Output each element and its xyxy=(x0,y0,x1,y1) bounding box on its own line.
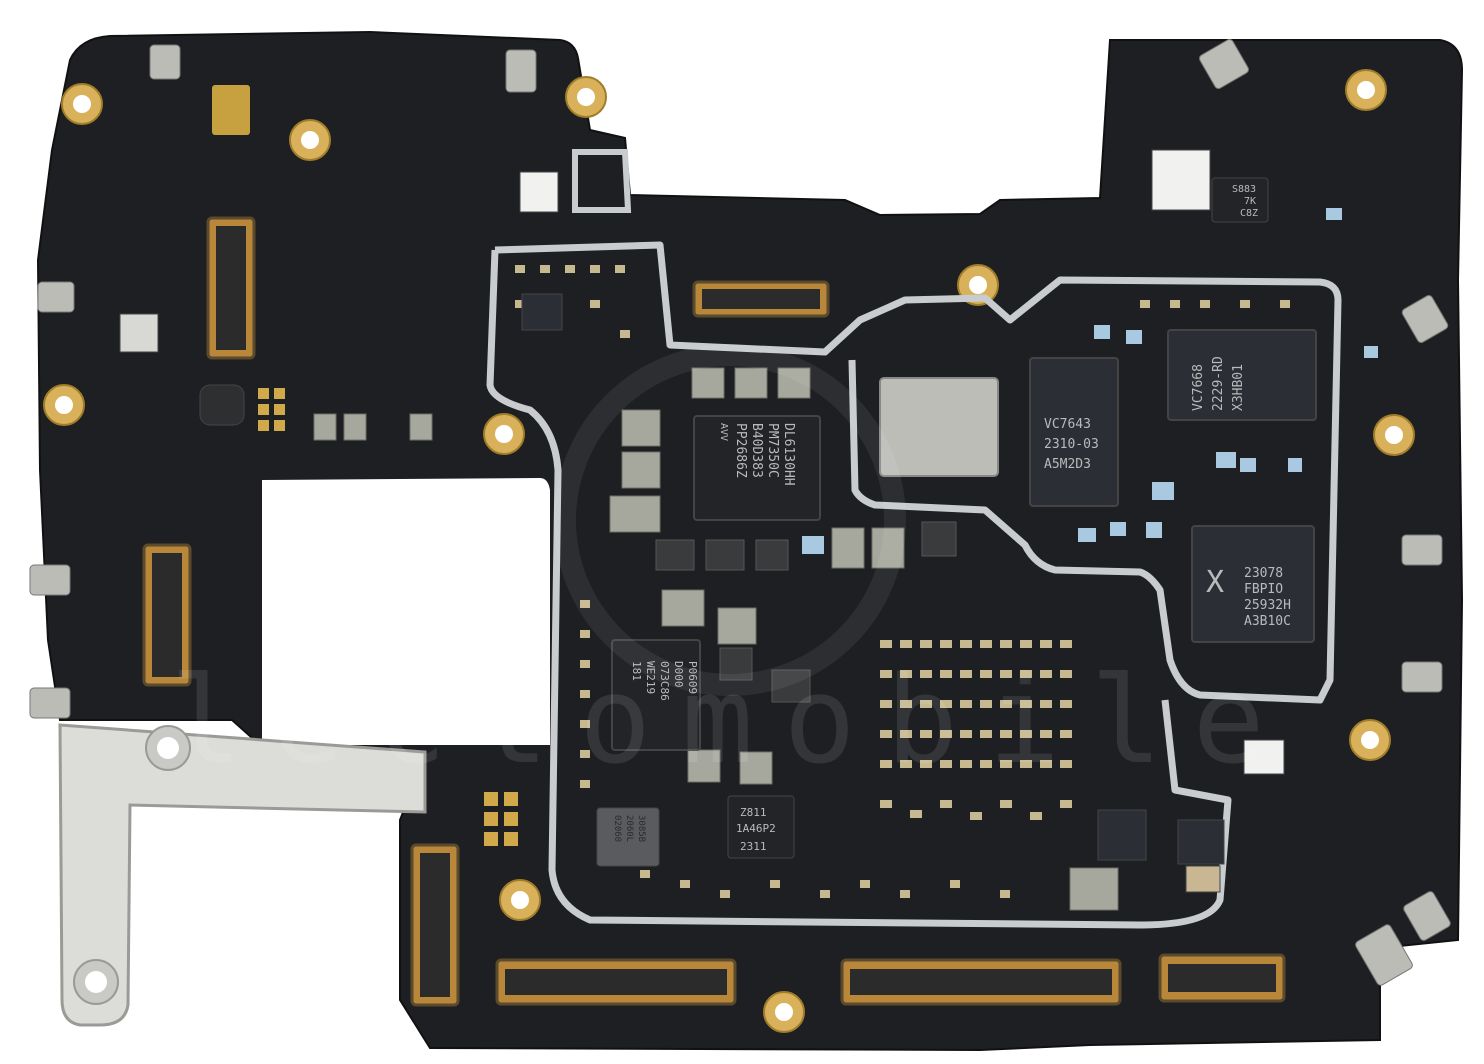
small-a-line2: 1A46P2 xyxy=(736,822,776,835)
gold-pads xyxy=(258,388,518,846)
small-a-line3: 2311 xyxy=(740,840,767,853)
chip-small-c: 3085B 2060L 02060 xyxy=(596,807,660,867)
ram-right-line3: X3HB01 xyxy=(1231,364,1246,411)
pmic2-line4: WE219 xyxy=(644,661,657,694)
chip-small-a: Z811 1A46P2 2311 xyxy=(727,795,795,859)
rf-shield-can xyxy=(879,377,999,477)
chip-pmic-main: DL6130HH PM7350C B40D383 PP2686Z AVV xyxy=(693,415,821,521)
chip-pmic-second: P0609 D000 073C86 WE219 181 xyxy=(611,639,701,751)
xcvr-line2: FBPIO xyxy=(1244,582,1283,597)
ram-left-line3: A5M2D3 xyxy=(1044,457,1091,472)
watermark-ring xyxy=(554,344,906,696)
chip-ram-right: VC7668 2229-RD X3HB01 xyxy=(1167,329,1317,421)
pmic-main-line3: B40D383 xyxy=(749,423,764,478)
ram-left-line2: 2310-03 xyxy=(1044,437,1099,452)
ram-left-line1: VC7643 xyxy=(1044,417,1091,432)
pmic2-line3: 073C86 xyxy=(658,661,671,701)
xcvr-line3: 25932H xyxy=(1244,598,1291,613)
smd-field xyxy=(515,265,1290,898)
dark-inductors xyxy=(655,521,957,703)
pmic-main-line2: PM7350C xyxy=(765,423,780,478)
xcvr-line4: A3B10C xyxy=(1244,614,1291,629)
pmic2-line5: 181 xyxy=(630,661,643,681)
pmic2-line2: D000 xyxy=(672,661,685,688)
ram-right-line1: VC7668 xyxy=(1191,364,1206,411)
small-b-line1: S883 xyxy=(1232,184,1256,195)
small-c-line1: 3085B xyxy=(636,815,646,842)
small-b-line2: 7K xyxy=(1244,196,1256,207)
emi-shield-frame xyxy=(494,241,1342,704)
pmic-main-mark: AVV xyxy=(718,423,729,441)
pmic-main-line1: DL6130HH xyxy=(781,423,796,486)
small-b-line3: C8Z xyxy=(1240,208,1258,219)
board-cutout xyxy=(262,478,550,745)
chip-ram-left: VC7643 2310-03 A5M2D3 xyxy=(1029,357,1119,507)
chip-transceiver: X 23078 FBPIO 25932H A3B10C xyxy=(1191,525,1315,643)
small-shield xyxy=(572,149,632,213)
misc-ics xyxy=(119,149,1285,893)
board-outline xyxy=(36,30,1464,1052)
ram-right-line2: 2229-RD xyxy=(1211,356,1226,411)
watermark: lectomobile xyxy=(170,652,1295,791)
xcvr-line1: 23078 xyxy=(1244,566,1283,581)
inductors xyxy=(313,367,1119,911)
blue-caps xyxy=(802,208,1378,554)
pmic-main-line4: PP2686Z xyxy=(733,423,748,478)
spring-contacts xyxy=(29,39,1451,986)
metal-bracket xyxy=(58,723,427,1027)
board-connectors xyxy=(142,216,1286,1007)
chip-small-b: S883 7K C8Z xyxy=(1211,177,1269,223)
emi-shield-frame-lower xyxy=(486,249,1232,929)
small-c-line3: 02060 xyxy=(612,815,622,842)
small-c-line2: 2060L xyxy=(624,815,634,842)
xcvr-logo: X xyxy=(1206,565,1224,600)
small-a-line1: Z811 xyxy=(740,806,767,819)
pmic2-line1: P0609 xyxy=(686,661,699,694)
